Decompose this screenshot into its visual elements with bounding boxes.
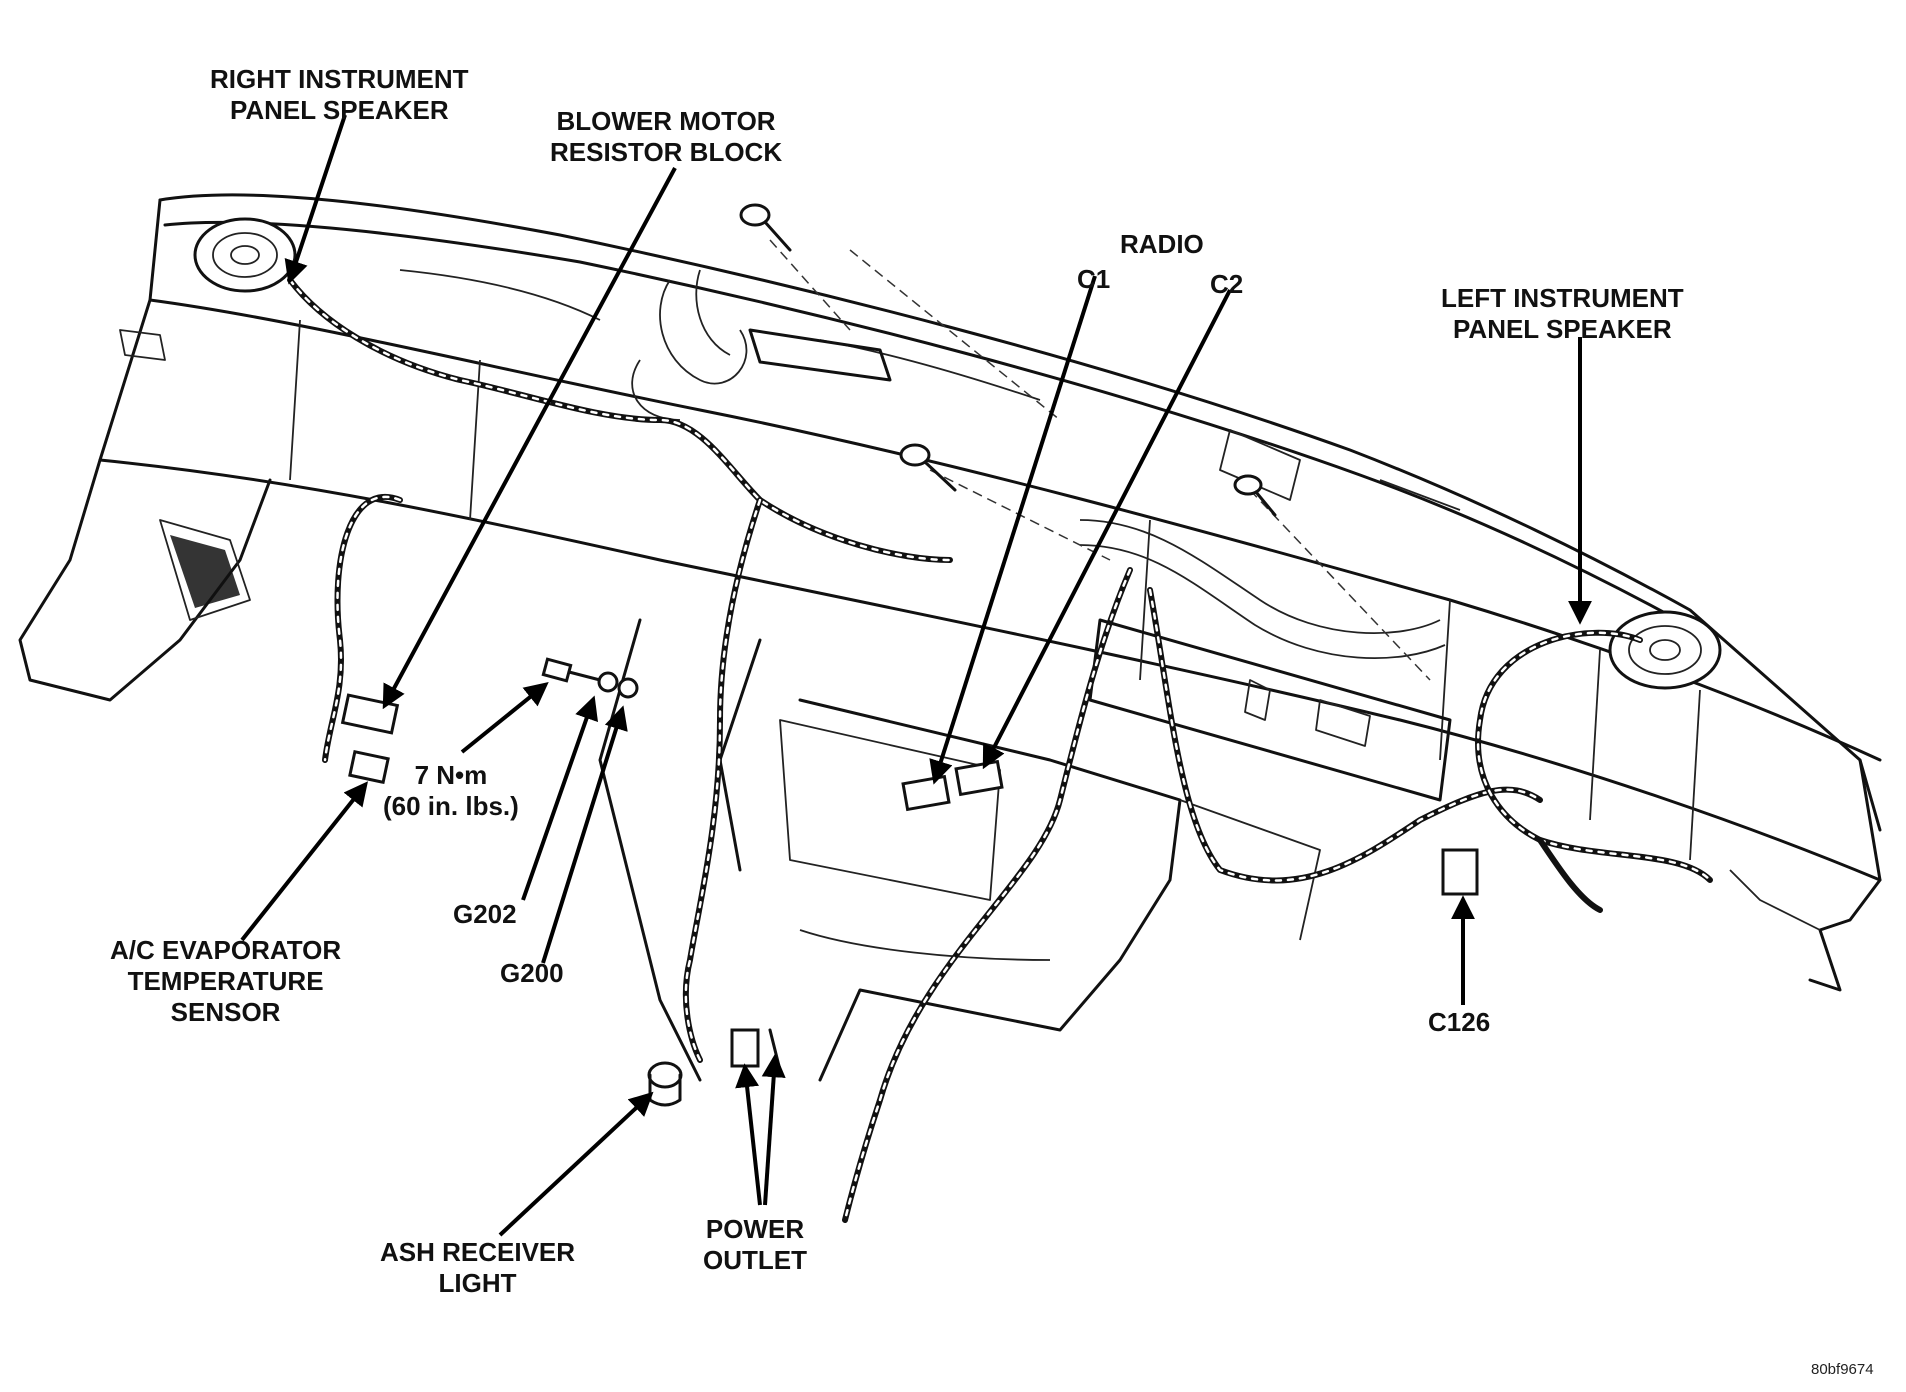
wiring-harness <box>287 277 1713 1223</box>
right-speaker-label-line-2: PANEL SPEAKER <box>229 95 449 125</box>
radio-c2-label: C2 <box>1210 269 1244 299</box>
torque-label-line-2: (60 in. lbs.) <box>383 791 519 821</box>
left-speaker-label: LEFT INSTRUMENT PANEL SPEAKER <box>1441 283 1684 345</box>
ac-sensor-label-line-1: A/C EVAPORATOR <box>110 935 342 965</box>
left-speaker-part <box>1608 610 1722 690</box>
g200-label: G200 <box>500 958 564 988</box>
radio-label: RADIO <box>1120 229 1204 259</box>
blower-resistor-label-line-2: RESISTOR BLOCK <box>550 137 783 167</box>
c126-label: C126 <box>1428 1007 1491 1037</box>
blower-resistor-label: BLOWER MOTOR RESISTOR BLOCK <box>550 106 782 168</box>
radio-c1-connector <box>901 774 951 812</box>
ac-sensor-label: A/C EVAPORATOR TEMPERATURE SENSOR <box>110 935 341 1028</box>
left-speaker-label-line-2: PANEL SPEAKER <box>1453 314 1672 344</box>
radio-c2-connector <box>954 759 1004 797</box>
screw-middle <box>899 443 957 492</box>
power-outlet-connector <box>730 1028 782 1072</box>
ash-light-label: ASH RECEIVER LIGHT <box>380 1237 575 1299</box>
left-speaker-label-line-1: LEFT INSTRUMENT <box>1441 283 1684 313</box>
blower-resistor-label-line-1: BLOWER MOTOR <box>556 106 776 136</box>
ground-bolt <box>541 657 639 699</box>
ash-light-label-line-1: ASH RECEIVER <box>380 1237 576 1267</box>
torque-label: 7 N•m (60 in. lbs.) <box>383 760 519 822</box>
leader-lines <box>240 114 1592 1237</box>
ac-sensor-label-line-3: SENSOR <box>170 997 281 1027</box>
ash-light-label-line-2: LIGHT <box>438 1268 517 1298</box>
power-outlet-label-line-1: POWER <box>705 1214 805 1244</box>
right-speaker-label-line-1: RIGHT INSTRUMENT <box>210 64 469 94</box>
screw-right <box>1233 474 1277 517</box>
torque-label-line-1: 7 N•m <box>414 760 488 790</box>
ac-sensor-connector <box>348 749 390 785</box>
right-speaker-label: RIGHT INSTRUMENT PANEL SPEAKER <box>210 64 469 126</box>
ash-light-part <box>647 1061 683 1107</box>
ac-sensor-label-line-2: TEMPERATURE <box>127 966 324 996</box>
right-speaker-part <box>193 217 297 293</box>
g202-label: G202 <box>453 899 517 929</box>
instrument-panel-body <box>18 193 1882 1082</box>
power-outlet-label: POWER OUTLET <box>703 1214 807 1276</box>
figure-id: 80bf9674 <box>1811 1361 1874 1378</box>
radio-c1-label: C1 <box>1077 264 1111 294</box>
c126-connector <box>1441 848 1479 896</box>
screw-top <box>739 203 792 252</box>
power-outlet-label-line-2: OUTLET <box>703 1245 807 1275</box>
